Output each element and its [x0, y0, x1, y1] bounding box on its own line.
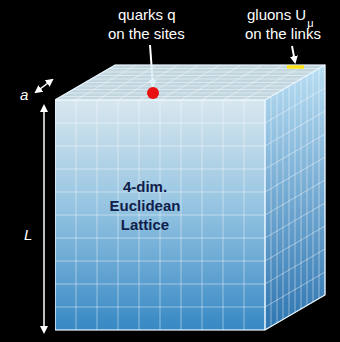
- front-face: [55, 100, 265, 330]
- grid-line: [181, 100, 182, 330]
- grid-line: [91, 79, 301, 80]
- spacing-arrow: [36, 80, 52, 92]
- label-text: on the links: [245, 25, 321, 43]
- grid-line: [307, 76, 308, 306]
- gluon-pointer: [292, 46, 295, 62]
- grid-line: [319, 69, 320, 299]
- grid-line: [223, 100, 224, 330]
- grid-line: [265, 272, 325, 307]
- lattice-title: 4-dim. Euclidean Lattice: [90, 177, 200, 234]
- grid-line: [202, 100, 203, 330]
- grid-line: [55, 215, 265, 216]
- gluon-link: [287, 65, 304, 69]
- grid-line: [55, 238, 265, 239]
- size-label: L: [24, 226, 32, 244]
- grid-line: [103, 72, 313, 73]
- grid-line: [55, 284, 265, 285]
- grid-line: [301, 79, 302, 309]
- size-arrow: [43, 106, 45, 332]
- cube-outline: [55, 65, 325, 100]
- grid-line: [265, 180, 325, 215]
- grid-line: [265, 203, 325, 238]
- grid-line: [97, 75, 307, 76]
- lattice-cube: 4-dim. Euclidean Lattice: [55, 62, 327, 332]
- grid-line: [55, 261, 265, 262]
- quark-dot: [147, 87, 159, 99]
- cube-outline: [55, 65, 325, 330]
- spacing-label: a: [20, 86, 28, 104]
- grid-line: [85, 82, 295, 83]
- label-text: gluons U: [247, 6, 306, 24]
- cube-outline: [264, 100, 265, 330]
- grid-line: [265, 100, 266, 330]
- label-text: quarks q: [118, 6, 176, 24]
- grid-line: [265, 226, 325, 261]
- grid-line: [55, 307, 265, 308]
- cube-drawing: [55, 62, 327, 332]
- grid-line: [265, 249, 325, 284]
- label-text: on the sites: [108, 25, 185, 43]
- grid-line: [109, 68, 319, 69]
- grid-line: [313, 72, 314, 302]
- grid-line: [265, 100, 266, 330]
- side-face: [265, 65, 325, 330]
- grid-line: [244, 100, 245, 330]
